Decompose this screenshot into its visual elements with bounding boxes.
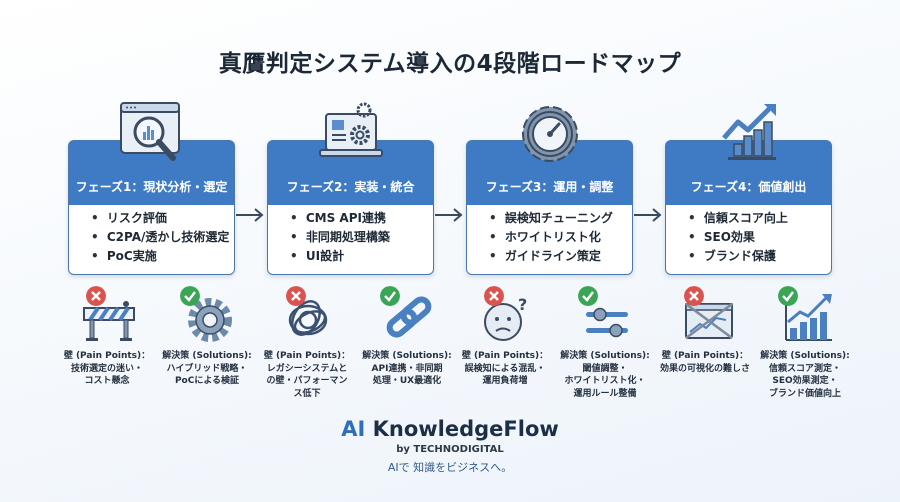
pain-label: 壁 (Pain Points)： xyxy=(63,351,151,361)
pain-label: 壁 (Pain Points)： xyxy=(661,351,749,361)
solution-label: 解決策 (Solutions): xyxy=(162,351,252,361)
phase-roadmap: フェーズ1：現状分析・選定 リスク評価 C2PA/透かし技術選定 PoC実施 フ… xyxy=(0,100,900,280)
phase-item: C2PA/透かし技術選定 xyxy=(91,228,234,247)
pain-point: 壁 (Pain Points)： 技術選定の迷い・ コスト懸念 xyxy=(57,286,157,388)
solution: 解決策 (Solutions): API連携・非同期 処理・UX最適化 xyxy=(357,286,457,388)
phase-items: リスク評価 C2PA/透かし技術選定 PoC実施 xyxy=(69,205,234,274)
svg-text:?: ? xyxy=(518,295,527,314)
sliders-icon xyxy=(586,307,628,338)
solution-text: 運用ルール整備 xyxy=(573,388,637,399)
phase-4: フェーズ4：価値創出 信頼スコア向上 SEO効果 ブランド保護 xyxy=(665,100,832,277)
growth-chart-icon xyxy=(721,104,776,160)
crossed-chart-window-icon xyxy=(685,302,733,340)
pain-text: レガシーシステムと xyxy=(266,363,348,374)
phase-item: リスク評価 xyxy=(91,209,234,228)
pain-text: の壁・パフォーマン xyxy=(266,376,348,386)
phase-item: SEO効果 xyxy=(688,228,831,247)
x-badge-icon xyxy=(684,286,704,306)
gear-icon xyxy=(188,298,232,342)
brand-ai: AI xyxy=(341,417,366,441)
brand-by: by TECHNODIGITAL xyxy=(396,444,504,455)
pain-solution-group-2: 壁 (Pain Points)： レガシーシステムと の壁・パフォーマン ス低下… xyxy=(257,286,457,408)
check-badge-icon xyxy=(180,286,200,306)
arrow-right-icon xyxy=(236,208,264,222)
brand-knowledgeflow: KnowledgeFlow xyxy=(365,417,559,441)
brand-footer: AI KnowledgeFlow by TECHNODIGITAL AIで 知識… xyxy=(0,417,900,475)
phase-card: フェーズ4：価値創出 信頼スコア向上 SEO効果 ブランド保護 xyxy=(665,140,832,275)
solution-text: SEO効果測定・ xyxy=(772,376,838,386)
arrow-right-icon xyxy=(634,208,662,222)
check-badge-icon xyxy=(778,286,798,306)
phase-item: 非同期処理構築 xyxy=(290,228,433,247)
pain-text: 技術選定の迷い・ xyxy=(70,363,143,374)
solution-text: API連携・非同期 xyxy=(371,363,443,374)
solution-text: 処理・UX最適化 xyxy=(372,376,442,386)
phase-card: フェーズ1：現状分析・選定 リスク評価 C2PA/透かし技術選定 PoC実施 xyxy=(68,140,235,275)
solution: 解決策 (Solutions): 閾値調整・ ホワイトリスト化・ 運用ルール整備 xyxy=(555,286,655,400)
page-title: 真贋判定システム導入の4段階ロードマップ xyxy=(218,51,682,77)
pain-text: ス低下 xyxy=(293,388,321,399)
phase-header: フェーズ4：価値創出 xyxy=(690,180,807,194)
solution-text: ブランド価値向上 xyxy=(768,388,841,399)
phase-item: CMS API連携 xyxy=(290,209,433,228)
solution-label: 解決策 (Solutions): xyxy=(760,351,850,361)
solution-text: 閾値調整・ xyxy=(582,363,628,374)
phase-2: フェーズ2：実装・統合 CMS API連携 非同期処理構築 UI設計 xyxy=(267,100,434,277)
solution-label: 解決策 (Solutions): xyxy=(560,351,650,361)
phase-item: ホワイトリスト化 xyxy=(489,228,632,247)
magnifier-chart-icon xyxy=(119,102,180,161)
phase-header: フェーズ2：実装・統合 xyxy=(286,180,415,194)
phase-header: フェーズ3：運用・調整 xyxy=(485,180,614,194)
pain-label: 壁 (Pain Points)： xyxy=(263,351,351,361)
phase-item: 信頼スコア向上 xyxy=(688,209,831,228)
phase-items: 信頼スコア向上 SEO効果 ブランド保護 xyxy=(666,205,831,274)
pain-label: 壁 (Pain Points)： xyxy=(461,351,549,361)
check-badge-icon xyxy=(380,286,400,306)
solution: 解決策 (Solutions): ハイブリッド戦略・ PoCによる検証 xyxy=(157,286,257,388)
x-badge-icon xyxy=(286,286,306,306)
x-badge-icon xyxy=(86,286,106,306)
pain-text: コスト懸念 xyxy=(84,376,130,386)
x-badge-icon xyxy=(484,286,504,306)
rising-bar-chart-icon xyxy=(785,294,832,341)
phase-1: フェーズ1：現状分析・選定 リスク評価 C2PA/透かし技術選定 PoC実施 xyxy=(68,100,235,277)
solution: 解決策 (Solutions): 信頼スコア測定・ SEO効果測定・ ブランド価… xyxy=(755,286,855,400)
confused-face-icon: ? xyxy=(484,295,527,341)
solution-text: ハイブリッド戦略・ xyxy=(166,363,248,374)
phase-header: フェーズ1：現状分析・選定 xyxy=(75,180,228,194)
pain-text: 運用負荷増 xyxy=(482,376,528,386)
phase-card: フェーズ2：実装・統合 CMS API連携 非同期処理構築 UI設計 xyxy=(267,140,434,275)
solution-text: 信頼スコア測定・ xyxy=(768,363,841,374)
pain-text: 効果の可視化の難しさ xyxy=(659,363,750,374)
pain-point: 壁 (Pain Points)： レガシーシステムと の壁・パフォーマン ス低下 xyxy=(257,286,357,400)
solution-text: PoCによる検証 xyxy=(174,376,240,386)
arrow-right-icon xyxy=(435,208,463,222)
phase-item: PoC実施 xyxy=(91,247,234,266)
phase-items: CMS API連携 非同期処理構築 UI設計 xyxy=(268,205,433,274)
phase-item: UI設計 xyxy=(290,247,433,266)
solution-label: 解決策 (Solutions): xyxy=(362,351,452,361)
brand-tagline: AIで 知識をビジネスへ。 xyxy=(387,461,513,474)
solution-text: ホワイトリスト化・ xyxy=(564,376,646,386)
phase-item: ブランド保護 xyxy=(688,247,831,266)
phase-3: フェーズ3：運用・調整 誤検知チューニング ホワイトリスト化 ガイドライン策定 xyxy=(466,100,633,277)
check-badge-icon xyxy=(578,286,598,306)
brand-name: AI KnowledgeFlow xyxy=(0,417,900,441)
tangled-wire-icon xyxy=(288,300,328,336)
pain-point: ? 壁 (Pain Points)： 誤検知による混乱・ 運用負荷増 xyxy=(455,286,555,388)
pain-solution-group-3: ? 壁 (Pain Points)： 誤検知による混乱・ 運用負荷増 解決策 (… xyxy=(455,286,655,408)
phase-item: ガイドライン策定 xyxy=(489,247,632,266)
pain-point: 壁 (Pain Points)： 効果の可視化の難しさ xyxy=(655,286,755,375)
pain-solution-group-4: 壁 (Pain Points)： 効果の可視化の難しさ 解決策 (Solutio… xyxy=(655,286,855,408)
chain-link-icon xyxy=(386,296,432,338)
gauge-gear-icon xyxy=(521,106,578,162)
barrier-icon xyxy=(83,301,135,341)
phase-item: 誤検知チューニング xyxy=(489,209,632,228)
phase-items: 誤検知チューニング ホワイトリスト化 ガイドライン策定 xyxy=(467,205,632,274)
laptop-gear-icon xyxy=(318,102,383,157)
phase-card: フェーズ3：運用・調整 誤検知チューニング ホワイトリスト化 ガイドライン策定 xyxy=(466,140,633,275)
pain-solution-group-1: 壁 (Pain Points)： 技術選定の迷い・ コスト懸念 解決策 (Sol… xyxy=(57,286,257,408)
pain-text: 誤検知による混乱・ xyxy=(464,363,546,374)
